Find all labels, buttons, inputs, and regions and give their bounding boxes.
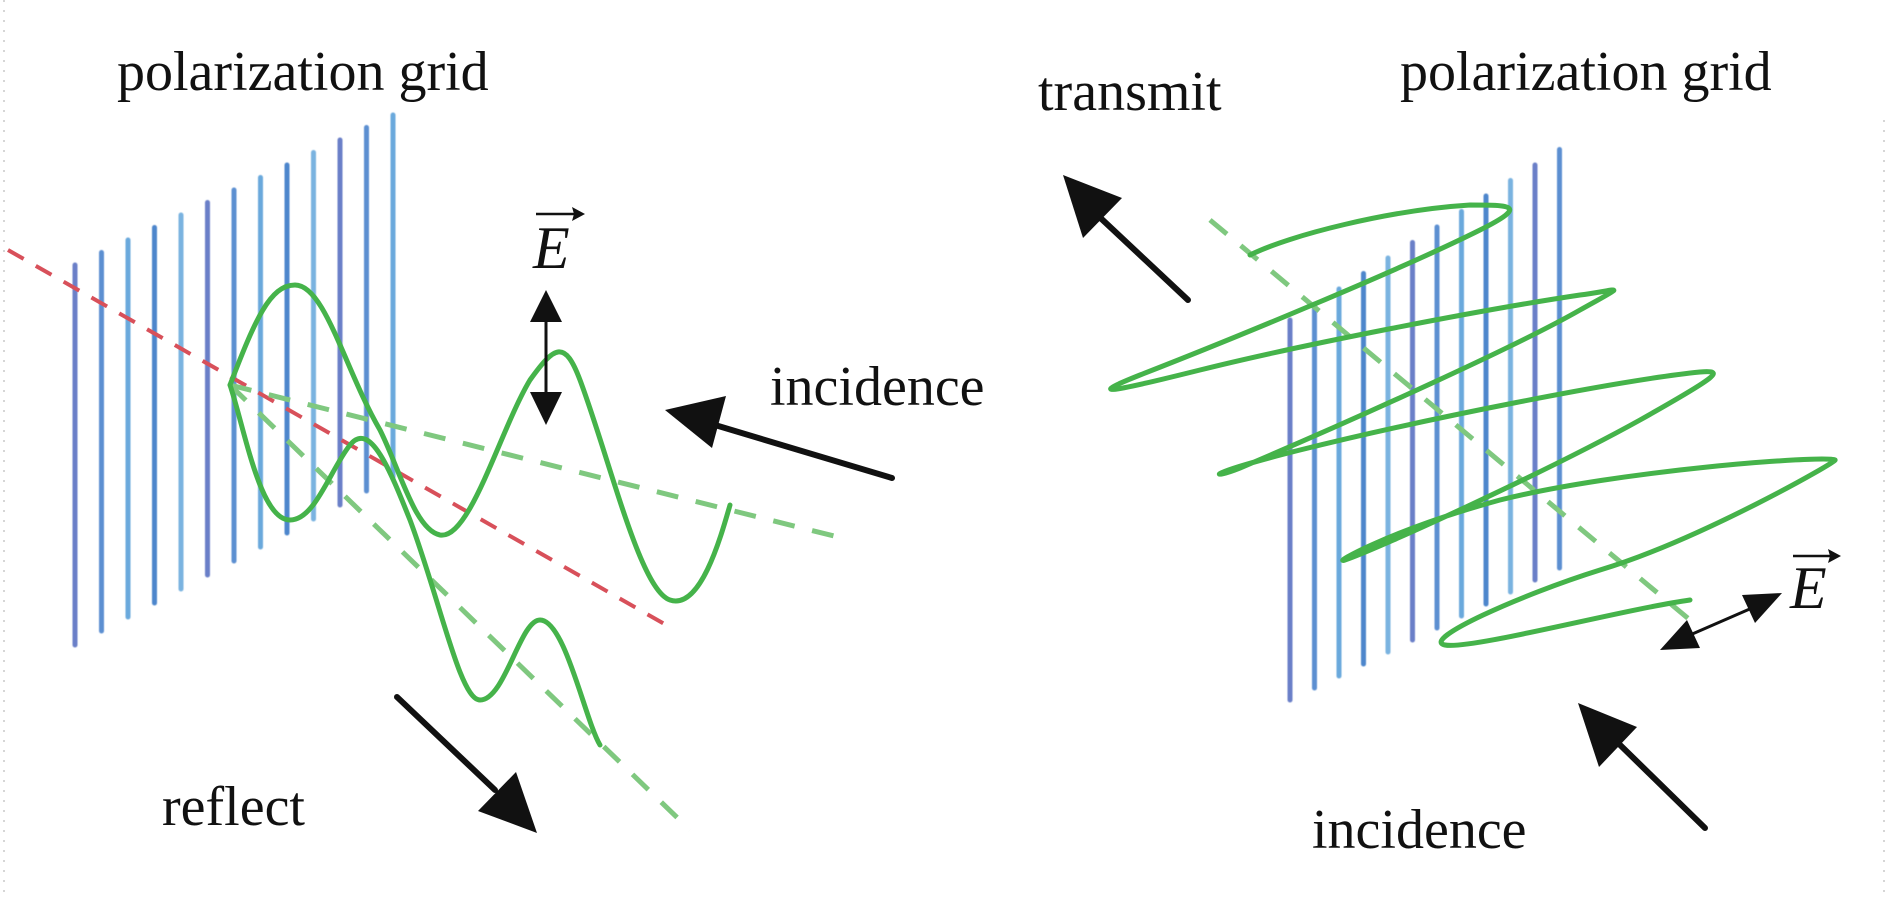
left-e-field-arrow — [530, 290, 562, 425]
right-e-field-label: E — [1789, 549, 1841, 621]
left-incidence-arrow — [665, 396, 895, 481]
left-e-field-label: E — [532, 207, 585, 281]
right-helical-wave — [1108, 202, 1838, 648]
left-reflect-label: reflect — [162, 776, 305, 838]
right-vector-arrow-icon — [1793, 549, 1841, 563]
right-transmit-label: transmit — [1038, 61, 1222, 123]
left-panel-reflection: polarization grid E incidence reflect — [7, 41, 985, 838]
right-polarization-grid — [1287, 147, 1562, 703]
right-e-field-arrow — [1660, 593, 1782, 650]
left-reflected-wave — [227, 382, 603, 748]
left-incidence-label: incidence — [770, 356, 985, 418]
right-panel-transmission: polarization grid transmit E incidence — [1038, 41, 1841, 861]
left-reflect-arrow — [394, 694, 537, 833]
right-e-symbol: E — [1789, 555, 1827, 621]
left-incident-wave — [227, 282, 733, 604]
left-polarization-grid — [72, 112, 396, 648]
left-panel-title: polarization grid — [117, 41, 489, 103]
right-incidence-label: incidence — [1312, 799, 1527, 861]
right-panel-title: polarization grid — [1400, 41, 1772, 103]
left-vector-arrow-icon — [536, 207, 585, 221]
left-reflected-axis — [228, 383, 692, 832]
left-e-symbol: E — [532, 215, 570, 281]
right-transmit-arrow — [1063, 175, 1191, 303]
left-incident-axis — [229, 382, 851, 543]
right-incidence-arrow — [1578, 703, 1708, 831]
right-propagation-axis — [1208, 218, 1692, 622]
